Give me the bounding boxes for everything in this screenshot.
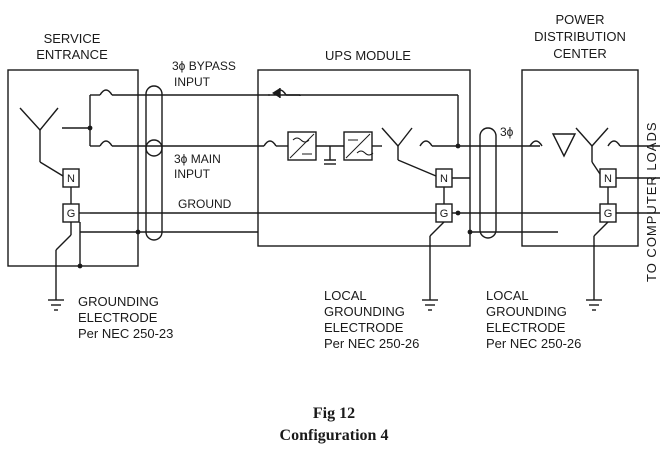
pdc-title-3: CENTER <box>553 46 606 61</box>
svg-text:N: N <box>440 173 448 185</box>
bypass-label-2: INPUT <box>174 75 211 89</box>
pdc-electrode-label-3: ELECTRODE <box>486 320 566 335</box>
ups-electrode-label-2: GROUNDING <box>324 304 405 319</box>
svg-text:G: G <box>67 208 76 220</box>
pdc-electrode-label-1: LOCAL <box>486 288 529 303</box>
ups-module-box <box>257 69 471 247</box>
figure-title: Configuration 4 <box>280 427 389 444</box>
ups-terminals: N G <box>429 168 600 295</box>
service-terminals: N G <box>55 168 90 290</box>
main-label-2: INPUT <box>174 167 211 181</box>
to-computer-loads-label: TO COMPUTER LOADS <box>644 121 659 282</box>
ups-output-transformer-symbol <box>381 95 461 177</box>
bypass-conduit-symbol <box>145 85 163 157</box>
ups-electrode-label-4: Per NEC 250-26 <box>324 336 419 351</box>
svg-text:N: N <box>67 173 75 185</box>
pdc-breaker-transformer-symbol <box>529 127 660 175</box>
svg-text:G: G <box>604 208 613 220</box>
pdc-electrode-label-2: GROUNDING <box>486 304 567 319</box>
figure-number: Fig 12 <box>313 405 355 422</box>
main-conduit-symbol <box>145 139 163 241</box>
pdc-box <box>521 69 639 247</box>
static-bypass-switch-symbol <box>268 88 458 98</box>
ups-electrode-label-1: LOCAL <box>324 288 367 303</box>
service-grounding-electrode-symbol <box>48 290 64 311</box>
svg-text:G: G <box>440 208 449 220</box>
pdc-terminals: N G <box>593 168 660 295</box>
output-feed-wire <box>458 145 558 235</box>
svg-text:N: N <box>604 173 612 185</box>
service-transformer-symbol <box>19 107 90 177</box>
service-electrode-label-3: Per NEC 250-23 <box>78 326 173 341</box>
output-3phase-label: 3ϕ <box>500 125 514 139</box>
pdc-title-2: DISTRIBUTION <box>534 29 626 44</box>
service-electrode-label-2: ELECTRODE <box>78 310 158 325</box>
service-entrance-box <box>7 69 139 267</box>
rectifier-symbol <box>263 131 317 161</box>
pdc-grounding-electrode-symbol <box>586 295 602 311</box>
dc-link-symbol <box>316 145 344 165</box>
ground-label: GROUND <box>178 197 232 211</box>
ups-grounding-electrode-symbol <box>422 295 438 311</box>
pdc-electrode-label-4: Per NEC 250-26 <box>486 336 581 351</box>
ups-electrode-label-3: ELECTRODE <box>324 320 404 335</box>
main-feed-wire <box>90 140 264 147</box>
inverter-symbol <box>343 131 382 161</box>
main-label-1: 3ϕ MAIN <box>174 152 221 166</box>
ups-module-title: UPS MODULE <box>325 48 411 63</box>
bypass-label-1: 3ϕ BYPASS <box>172 59 236 73</box>
output-conduit-symbol <box>479 127 497 239</box>
pdc-title-1: POWER <box>555 12 604 27</box>
service-entrance-title-2: ENTRANCE <box>36 47 108 62</box>
service-electrode-label-1: GROUNDING <box>78 294 159 309</box>
service-entrance-title-1: SERVICE <box>44 31 101 46</box>
